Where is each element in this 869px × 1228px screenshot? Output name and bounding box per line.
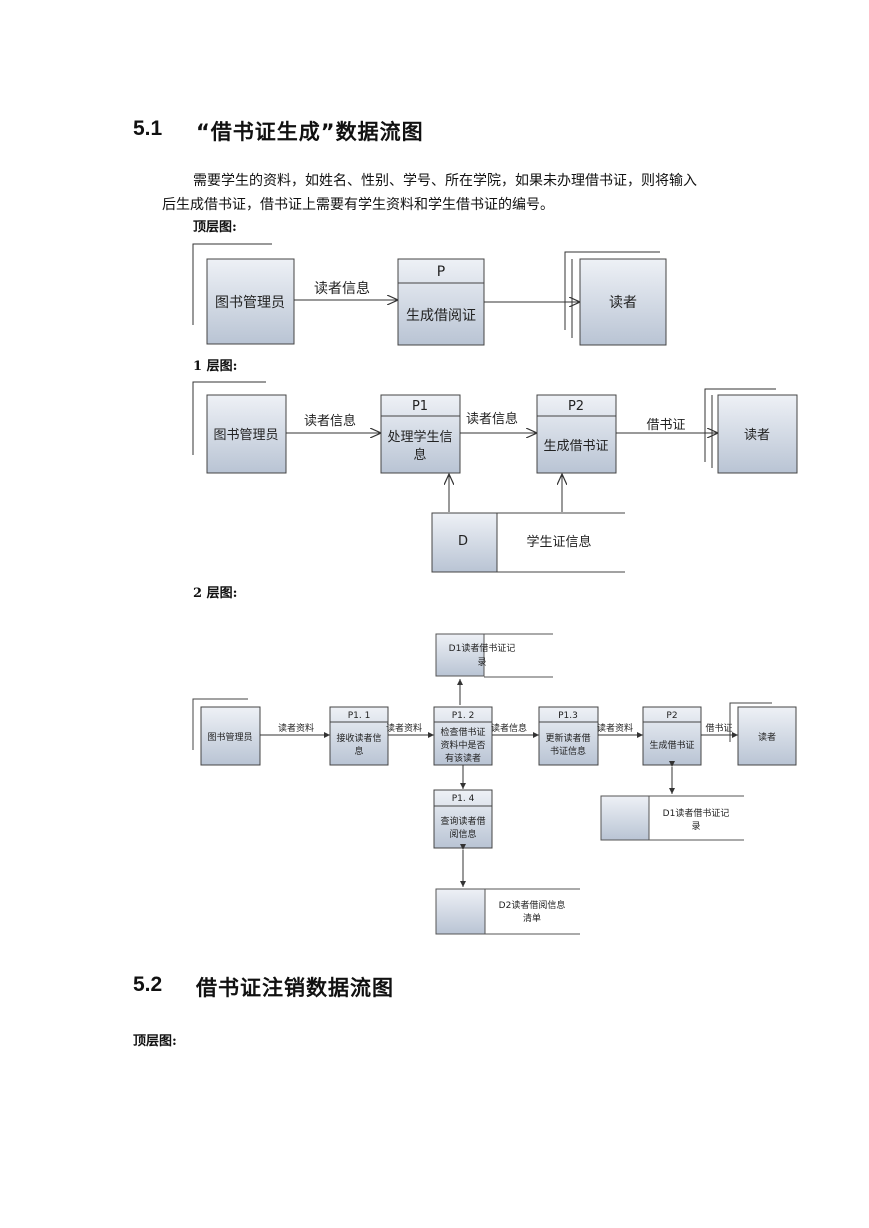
l1-flow-label-1: 读者信息 [304, 413, 356, 429]
l2-p14-id: P1. 4 [452, 794, 475, 804]
section2-top-level-label: 顶层图: [133, 1034, 177, 1049]
l2-d2-b: 清单 [523, 912, 541, 924]
section-number-5-2: 5.2 [133, 973, 163, 996]
l2-p13-a: 更新读者借 [545, 732, 590, 744]
l2-process-p2: P2 生成借书证 [642, 706, 702, 766]
level-2-label: 2 层图: [193, 586, 238, 601]
l1-entity-sink: 读者 [704, 388, 798, 474]
l2-p14-a: 查询读者借 [440, 815, 485, 827]
l1-store-name: 学生证信息 [526, 534, 591, 550]
l2-d1-top-a: D1读者借书证记 [449, 642, 516, 654]
l2-p12-c: 有该读者 [445, 752, 481, 764]
l1-source-label: 图书管理员 [213, 428, 278, 443]
top-process: P 生成借阅证 [397, 258, 485, 346]
l1-p2-id: P2 [568, 399, 584, 414]
top-level-label: 顶层图: [193, 220, 237, 235]
l1-p2-name: 生成借书证 [543, 439, 608, 454]
l2-source-label: 图书管理员 [207, 731, 252, 743]
l1-data-store: D 学生证信息 [431, 512, 625, 573]
l2-entity-sink: 读者 [729, 702, 797, 766]
paragraph-line-2: 后生成借书证，借书证上需要有学生资料和学生借书证的编号。 [162, 197, 554, 213]
l2-d1-top-b: 录 [477, 657, 486, 668]
l2-p12-b: 资料中是否 [440, 739, 485, 751]
l2-p11-b: 息 [354, 745, 363, 757]
l2-process-p11: P1. 1 接收读者信 息 [329, 706, 389, 766]
l2-flow-label-3: 读者信息 [491, 722, 527, 734]
top-entity-sink: 读者 [564, 251, 667, 346]
l2-store-d2: D2读者借阅信息 清单 [435, 888, 580, 935]
l2-process-p13: P1.3 更新读者借 书证信息 [538, 706, 599, 766]
l1-process-p2: P2 生成借书证 [536, 394, 617, 474]
l1-p1-name-a: 处理学生信 [387, 429, 452, 445]
l2-p2-name: 生成借书证 [649, 739, 694, 751]
top-flow-label-1: 读者信息 [314, 280, 370, 297]
top-process-name: 生成借阅证 [406, 308, 476, 324]
l2-p13-id: P1.3 [558, 711, 578, 721]
l1-sink-label: 读者 [744, 428, 770, 443]
l2-p12-a: 检查借书证 [440, 726, 485, 738]
l2-p14-b: 阅信息 [449, 828, 476, 840]
l2-sink-label: 读者 [758, 731, 776, 743]
l2-entity-source: 图书管理员 [192, 698, 261, 766]
l2-store-d1-top: D1读者借书证记 录 [435, 633, 553, 678]
l1-entity-source: 图书管理员 [192, 381, 287, 474]
top-source-label: 图书管理员 [215, 295, 285, 311]
l2-process-p12: P1. 2 检查借书证 资料中是否 有该读者 [433, 706, 493, 766]
l2-flow-label-1: 读者资料 [278, 722, 314, 734]
top-entity-source: 图书管理员 [192, 243, 295, 345]
l2-flow-label-5: 借书证 [705, 722, 732, 734]
l1-store-id: D [458, 534, 468, 549]
top-process-id: P [437, 264, 445, 280]
section-title-5-2: 借书证注销数据流图 [196, 976, 394, 1000]
l1-flow-label-3: 借书证 [646, 418, 685, 433]
top-sink-label: 读者 [609, 294, 637, 311]
l2-flow-label-4: 读者资料 [597, 722, 633, 734]
section-title-5-1: “借书证生成”数据流图 [196, 120, 424, 144]
l2-p11-a: 接收读者信 [336, 732, 381, 744]
l2-p13-b: 书证信息 [550, 745, 586, 757]
l2-d1-right-a: D1读者借书证记 [663, 807, 730, 819]
l2-d1-right-b: 录 [691, 821, 700, 832]
section-number-5-1: 5.1 [133, 117, 163, 140]
l2-p11-id: P1. 1 [348, 711, 371, 721]
level-1-label: 1 层图: [193, 359, 238, 374]
l2-d2-a: D2读者借阅信息 [499, 899, 566, 911]
l2-store-d1-right: D1读者借书证记 录 [600, 795, 744, 841]
l2-process-p14: P1. 4 查询读者借 阅信息 [433, 789, 493, 849]
l1-p1-name-b: 息 [413, 447, 426, 463]
l2-p12-id: P1. 2 [452, 711, 475, 721]
l2-p2-id: P2 [666, 711, 677, 721]
paragraph-line-1: 需要学生的资料，如姓名、性别、学号、所在学院，如果未办理借书证，则将输入 [193, 173, 697, 189]
l1-flow-label-2: 读者信息 [466, 411, 518, 427]
l2-flow-label-2: 读者资料 [386, 722, 422, 734]
l1-process-p1: P1 处理学生信 息 [380, 394, 461, 474]
l1-p1-id: P1 [412, 399, 428, 414]
